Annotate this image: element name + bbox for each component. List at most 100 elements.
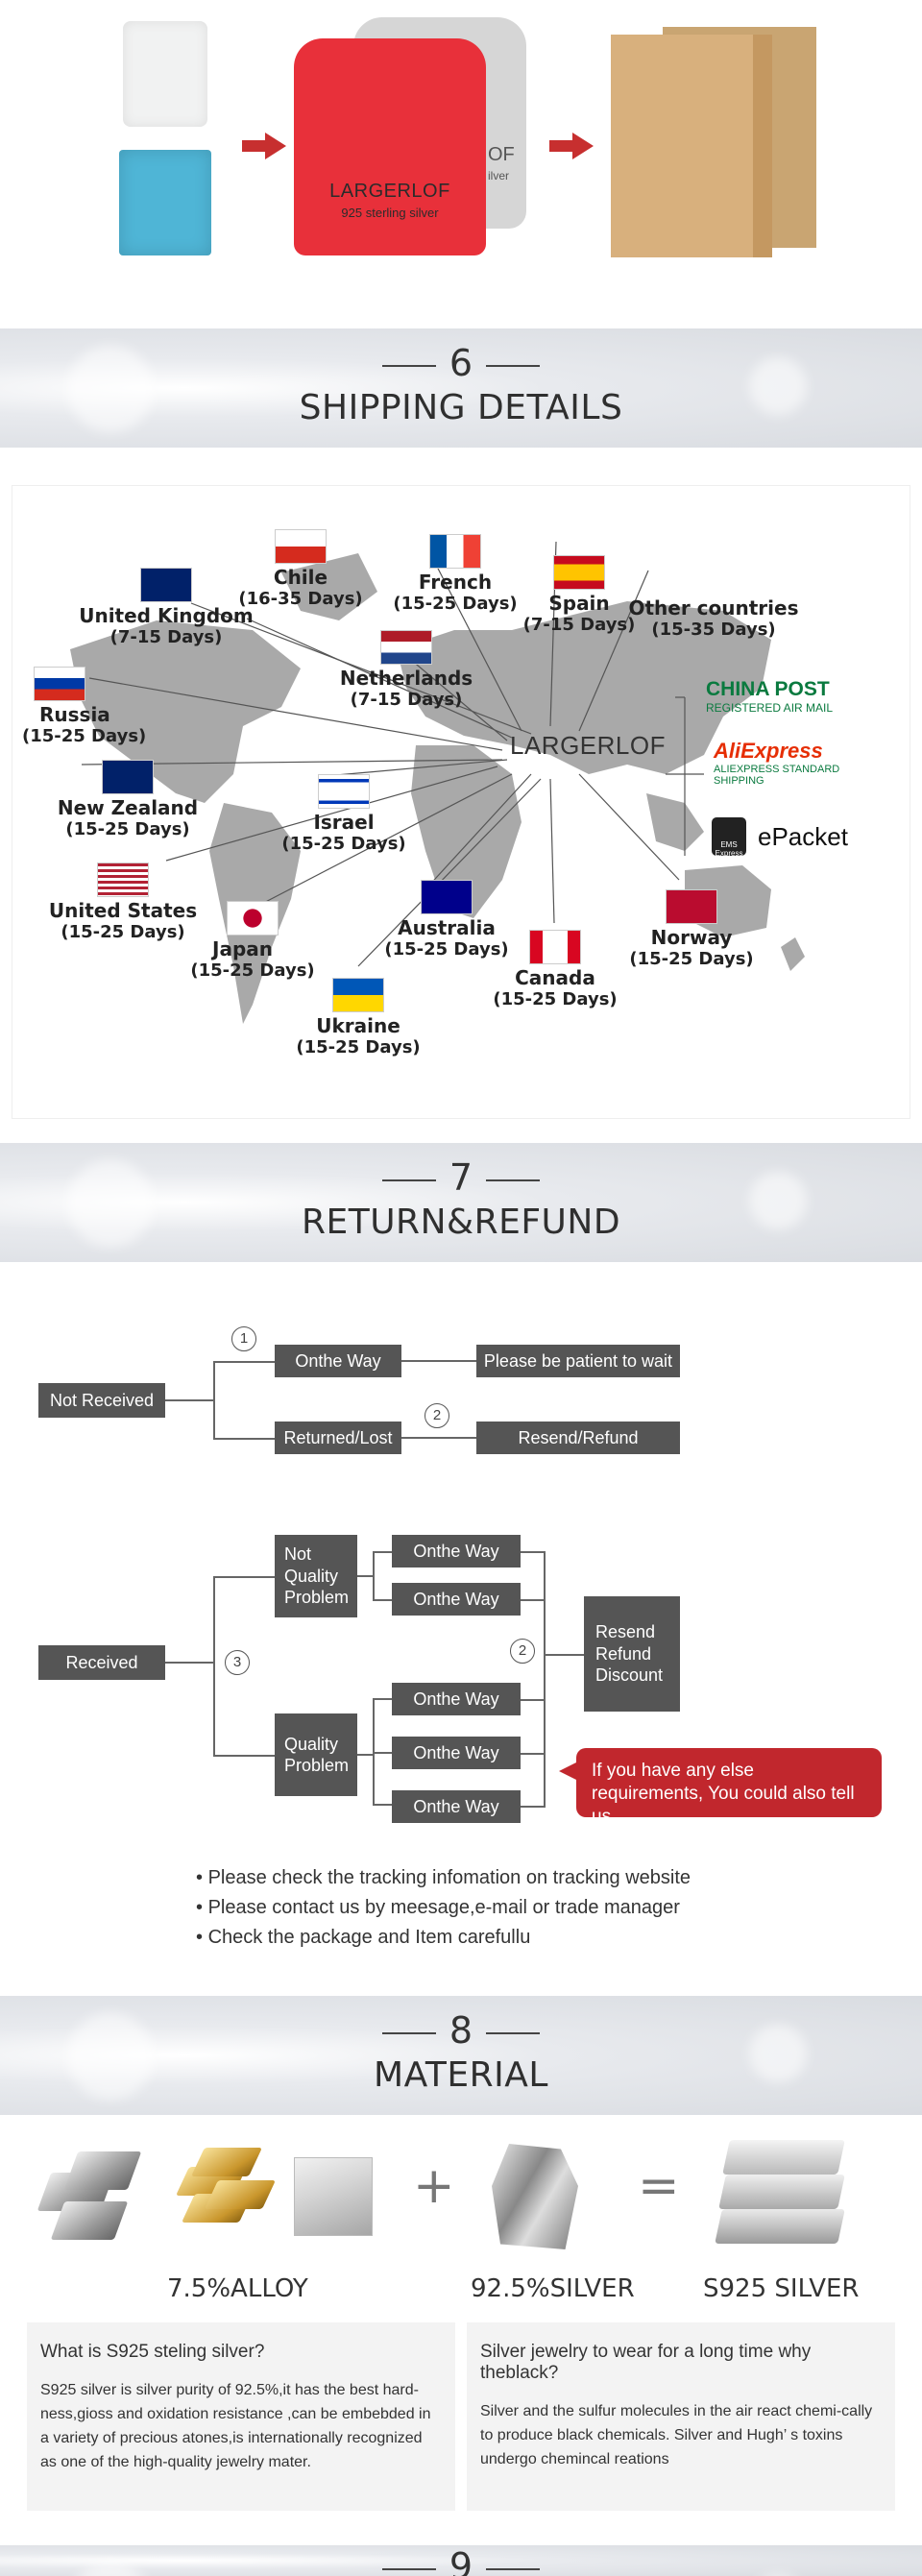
country-days: (15-25 Days) [61,922,185,942]
country-name: Israel [313,811,375,834]
section-title: MATERIAL [374,2055,548,2095]
country-netherlands: Netherlands (7-15 Days) [329,630,483,710]
country-name: United States [48,899,198,922]
netherlands-flag-icon [380,630,432,665]
flow-circle-2: 2 [510,1639,535,1664]
chile-flag-icon [275,529,327,564]
aliexpress-sub: ALIEXPRESS STANDARD SHIPPING [714,764,840,787]
country-new-zealand: New Zealand (15-25 Days) [41,760,214,839]
country-days: (15-25 Days) [493,989,618,1009]
china-post-logo: CHINA POST [706,678,830,700]
red-pouch-image: LARGERLOF 925 sterling silver [294,38,486,255]
carrier-china-post: CHINA POST REGISTERED AIR MAIL [706,678,908,715]
plus-sign: + [413,2157,455,2215]
requirements-bubble: If you have any else requirements, You c… [559,1748,882,1827]
uk-flag-icon [140,568,192,602]
country-israel: Israel (15-25 Days) [272,774,416,854]
country-name: Russia [39,703,110,726]
info-question: Silver jewelry to wear for a long time w… [480,2342,812,2383]
section-title: RETURN&REFUND [301,1203,621,1242]
flow-returned-lost: Returned/Lost [275,1422,401,1454]
section-header-material: 8 MATERIAL [0,1996,922,2115]
flow-onthe-way: Onthe Way [392,1535,521,1567]
norway-flag-icon [666,889,717,924]
world-map-graphic [70,541,805,1024]
tips-list: Please check the tracking infomation on … [196,1863,692,1953]
country-name: Spain [548,592,610,615]
flow-not-quality-problem: Not Quality Problem [275,1535,357,1617]
info-box-s925: What is S925 steling silver? S925 silver… [27,2322,455,2511]
new-zealand-flag-icon [102,760,154,794]
country-days: (7-15 Days) [522,615,636,635]
country-australia: Australia (15-25 Days) [370,880,523,960]
flow-circle-3: 3 [225,1650,250,1675]
flow-circle-2: 2 [425,1403,449,1428]
section-header-return: 7 RETURN&REFUND [0,1143,922,1262]
info-text: Silver and the sulfur molecules in the a… [480,2403,873,2467]
flow-onthe-way: Onthe Way [392,1683,521,1715]
tip-item: Please check the tracking infomation on … [196,1863,692,1893]
flow-onthe-way: Onthe Way [275,1345,401,1377]
usa-flag-icon [97,863,149,897]
info-box-black: Silver jewelry to wear for a long time w… [467,2322,895,2511]
country-french: French (15-25 Days) [383,534,527,614]
packaging-section: OF ilver LARGERLOF 925 sterling silver [0,0,922,288]
country-united-kingdom: United Kingdom (7-15 Days) [70,568,262,647]
tip-item: Check the package and Item carefullu [196,1923,691,1953]
pouch-brand: LARGERLOF [329,181,450,202]
ukraine-flag-icon [332,978,384,1012]
country-days: (15-25 Days) [629,949,754,969]
aliexpress-logo: AliExpress [714,739,823,763]
russia-flag-icon [34,667,85,701]
country-russia: Russia (15-25 Days) [22,667,157,746]
info-question: What is S925 steling silver? [40,2342,265,2362]
country-name: Ukraine [316,1014,400,1037]
equals-sign: = [638,2157,680,2215]
country-days: (15-25 Days) [296,1037,421,1057]
country-days: (15-25 Days) [190,960,315,981]
carrier-epacket: EMS Express ePacket [712,817,904,858]
country-chile: Chile (16-35 Days) [233,529,368,609]
country-days: (15-35 Days) [651,620,776,640]
country-days: (15-25 Days) [65,819,190,839]
country-other: Other countries (15-35 Days) [627,596,800,640]
country-name: New Zealand [57,796,199,819]
section-number: 7 [0,1156,922,1199]
section-number: 9 [0,2545,922,2576]
tip-item: Please contact us by meesage,e-mail or t… [196,1893,691,1923]
country-united-states: United States (15-25 Days) [32,863,214,942]
label-alloy: 7.5%ALLOY [167,2274,308,2303]
country-days: (15-25 Days) [22,726,147,746]
epacket-label: ePacket [758,821,848,851]
country-canada: Canada (15-25 Days) [483,930,627,1009]
country-name: Netherlands [339,667,473,690]
country-name: Australia [398,916,496,939]
france-flag-icon [429,534,481,569]
section-title: SHIPPING DETAILS [299,388,623,427]
country-norway: Norway (15-25 Days) [619,889,764,969]
country-days: (15-25 Days) [384,939,509,960]
flow-resend-refund-discount: Resend Refund Discount [584,1596,680,1712]
polishing-cloth-image [119,150,211,255]
flow-circle-1: 1 [231,1326,256,1351]
grey-pouch-sub: ilver [488,169,510,182]
flow-not-received: Not Received [38,1383,165,1418]
australia-flag-icon [421,880,473,914]
info-text: S925 silver is silver purity of 92.5%,it… [40,2382,431,2470]
metal-cube-icon [294,2157,373,2236]
israel-flag-icon [318,774,370,809]
flow-onthe-way: Onthe Way [392,1737,521,1769]
flow-quality-problem: Quality Problem [275,1713,357,1796]
japan-flag-icon [227,901,279,936]
map-hub-label: LARGERLOF [510,731,666,760]
flow-onthe-way: Onthe Way [392,1790,521,1823]
epacket-badge-icon: EMS Express [712,817,746,858]
country-name: United Kingdom [79,604,254,627]
country-days: (15-25 Days) [393,594,518,614]
country-spain: Spain (7-15 Days) [512,555,646,635]
china-post-sub: REGISTERED AIR MAIL [706,701,834,715]
spain-flag-icon [553,555,605,590]
label-silver: 92.5%SILVER [471,2274,635,2303]
flow-resend-refund: Resend/Refund [476,1422,680,1454]
section-number: 6 [0,342,922,384]
